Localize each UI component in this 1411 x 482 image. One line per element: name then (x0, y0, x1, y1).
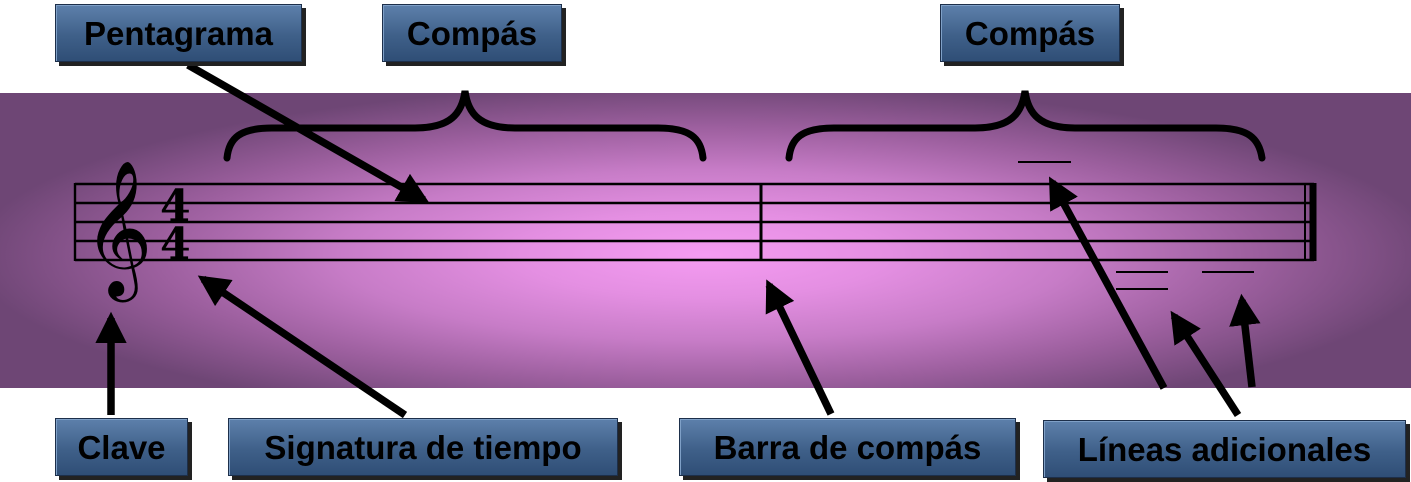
measure-brace-1 (223, 90, 707, 162)
treble-clef-icon: 𝄞 (83, 158, 153, 302)
arrows (95, 61, 1261, 419)
arrow-pentagrama (186, 61, 430, 204)
label-pentagrama: Pentagrama (55, 4, 302, 62)
arrow-ledger-below-1 (1170, 310, 1242, 418)
time-signature-top: 4 (160, 181, 191, 232)
label-compas-2: Compás (940, 4, 1120, 62)
time-signature-bottom: 4 (160, 219, 191, 270)
arrow-barra (765, 279, 835, 416)
label-clave: Clave (55, 418, 188, 476)
measure-brace-2 (785, 90, 1266, 162)
label-barra-de-compas: Barra de compás (679, 418, 1016, 476)
label-compas-1: Compás (382, 4, 562, 62)
label-lineas-adicionales: Líneas adicionales (1043, 420, 1406, 478)
arrow-ledger-below-2 (1229, 293, 1261, 388)
arrow-signatura (197, 275, 408, 419)
arrow-ledger-above (1048, 176, 1168, 390)
ledger-lines (1018, 161, 1254, 290)
label-signatura-de-tiempo: Signatura de tiempo (228, 418, 618, 476)
staff-lines (75, 182, 1314, 262)
